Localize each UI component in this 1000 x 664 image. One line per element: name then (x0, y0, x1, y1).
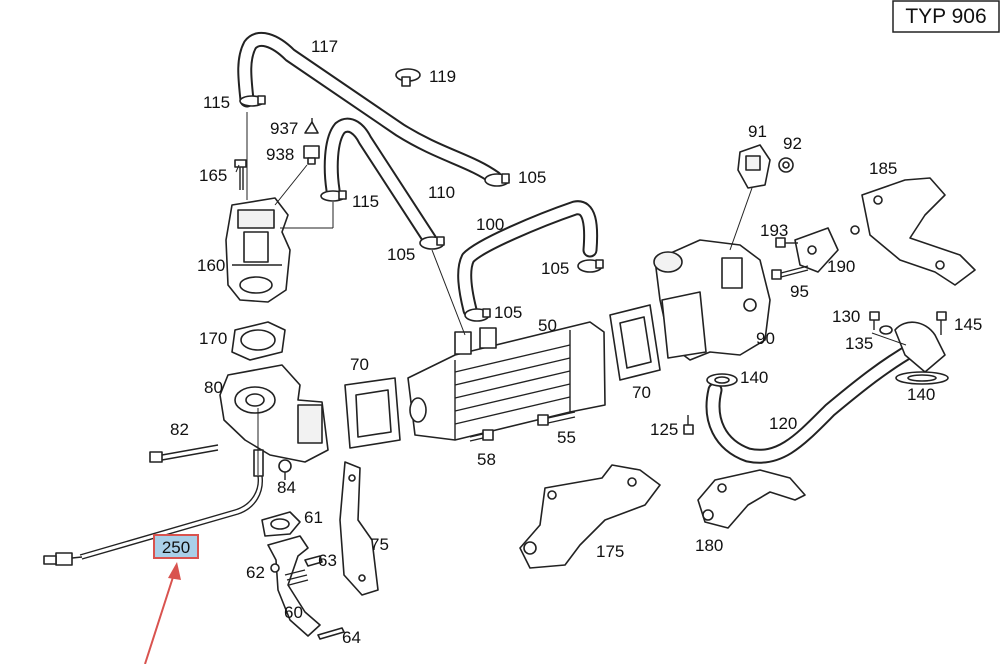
callouts: 117 119 115 937 938 165 115 110 105 105 … (170, 37, 982, 647)
bracket-180[interactable] (697, 469, 806, 529)
callout-70[interactable]: 70 (350, 355, 369, 374)
hose-100[interactable] (457, 200, 599, 318)
housing-80[interactable] (219, 364, 329, 463)
clamp-105-lower[interactable] (464, 308, 491, 322)
callout-60[interactable]: 60 (284, 603, 303, 622)
callout-190[interactable]: 190 (827, 257, 855, 276)
bolt-63[interactable] (304, 555, 323, 567)
callout-55[interactable]: 55 (557, 428, 576, 447)
callout-160[interactable]: 160 (197, 256, 225, 275)
callout-193[interactable]: 193 (760, 221, 788, 240)
washer-135[interactable] (879, 325, 893, 335)
gasket-61[interactable] (261, 511, 301, 537)
callout-170[interactable]: 170 (199, 329, 227, 348)
model-box: TYP 906 (892, 0, 1000, 33)
clamp-105-right[interactable] (577, 259, 604, 273)
part-938[interactable] (303, 145, 320, 165)
callout-938[interactable]: 938 (266, 145, 294, 164)
bolt-193[interactable] (775, 237, 798, 248)
clamp-115-top[interactable] (239, 95, 266, 107)
callout-105[interactable]: 105 (494, 303, 522, 322)
callout-130[interactable]: 130 (832, 307, 860, 326)
callout-95[interactable]: 95 (790, 282, 809, 301)
callout-75[interactable]: 75 (370, 535, 389, 554)
bolt-55[interactable] (537, 411, 576, 426)
callout-117[interactable]: 117 (311, 37, 338, 56)
egr-valve-160[interactable] (225, 197, 291, 303)
clamp-105-upper[interactable] (484, 173, 510, 187)
callout-937[interactable]: 937 (270, 119, 298, 138)
bracket-175[interactable] (519, 464, 661, 569)
bolt-62[interactable] (270, 563, 280, 573)
bolt-95[interactable] (771, 265, 809, 280)
callout-80[interactable]: 80 (204, 378, 223, 397)
callout-63[interactable]: 63 (318, 551, 337, 570)
gasket-140-left[interactable] (706, 373, 738, 387)
callout-180[interactable]: 180 (695, 536, 723, 555)
callout-185[interactable]: 185 (869, 159, 897, 178)
gasket-70-left[interactable] (344, 377, 401, 449)
bracket-190[interactable] (794, 227, 839, 273)
callout-250[interactable]: 250 (162, 538, 190, 557)
bolt-84[interactable] (278, 459, 292, 480)
callout-115[interactable]: 115 (352, 192, 379, 211)
callout-70[interactable]: 70 (632, 383, 651, 402)
pipe-120[interactable] (705, 321, 946, 464)
callout-145[interactable]: 145 (954, 315, 982, 334)
callout-84[interactable]: 84 (277, 478, 296, 497)
highlighted-callout-250[interactable]: 250 (153, 534, 199, 559)
callout-140[interactable]: 140 (740, 368, 768, 387)
callout-91[interactable]: 91 (748, 122, 767, 141)
clamp-115-mid[interactable] (320, 190, 347, 202)
bolt-145[interactable] (936, 311, 947, 335)
callout-110[interactable]: 110 (428, 183, 455, 202)
bolt-130[interactable] (869, 311, 880, 330)
pointer-arrow (144, 562, 181, 664)
gasket-70-right[interactable] (609, 304, 661, 381)
callout-64[interactable]: 64 (342, 628, 361, 647)
callout-100[interactable]: 100 (476, 215, 504, 234)
bolt-58[interactable] (469, 429, 494, 442)
callout-165[interactable]: 165 (199, 166, 227, 185)
bolt-125[interactable] (683, 415, 694, 435)
pipe-60[interactable] (267, 535, 321, 637)
callout-135[interactable]: 135 (845, 334, 873, 353)
callout-105[interactable]: 105 (541, 259, 569, 278)
hose-110[interactable] (323, 117, 438, 248)
part-937[interactable] (304, 118, 319, 134)
model-label: TYP 906 (905, 5, 986, 28)
egr-cooler-50[interactable] (407, 321, 606, 441)
bracket-185[interactable] (850, 177, 976, 286)
callout-140[interactable]: 140 (907, 385, 935, 404)
callout-120[interactable]: 120 (769, 414, 797, 433)
callout-119[interactable]: 119 (429, 67, 456, 86)
callout-115[interactable]: 115 (203, 93, 230, 112)
callout-125[interactable]: 125 (650, 420, 678, 439)
egr-module-90[interactable] (653, 239, 771, 361)
sensor-91[interactable] (737, 144, 771, 189)
clamp-105-left[interactable] (419, 236, 445, 250)
gasket-140-right[interactable] (895, 371, 949, 385)
gasket-64[interactable] (317, 627, 345, 640)
callout-58[interactable]: 58 (477, 450, 496, 469)
callout-50[interactable]: 50 (538, 316, 557, 335)
hose-117[interactable] (237, 31, 503, 186)
callout-175[interactable]: 175 (596, 542, 624, 561)
callout-90[interactable]: 90 (756, 329, 775, 348)
bracket-75[interactable] (339, 461, 379, 596)
callout-61[interactable]: 61 (304, 508, 323, 527)
callout-105[interactable]: 105 (518, 168, 546, 187)
bolt-82[interactable] (149, 444, 219, 463)
clamp-119[interactable] (395, 68, 421, 87)
callout-92[interactable]: 92 (783, 134, 802, 153)
gasket-170[interactable] (231, 321, 286, 361)
bolt-165[interactable] (234, 159, 247, 190)
callout-82[interactable]: 82 (170, 420, 189, 439)
callout-105[interactable]: 105 (387, 245, 415, 264)
bolt-92[interactable] (778, 157, 794, 173)
callout-62[interactable]: 62 (246, 563, 265, 582)
leader-lines (235, 112, 907, 475)
